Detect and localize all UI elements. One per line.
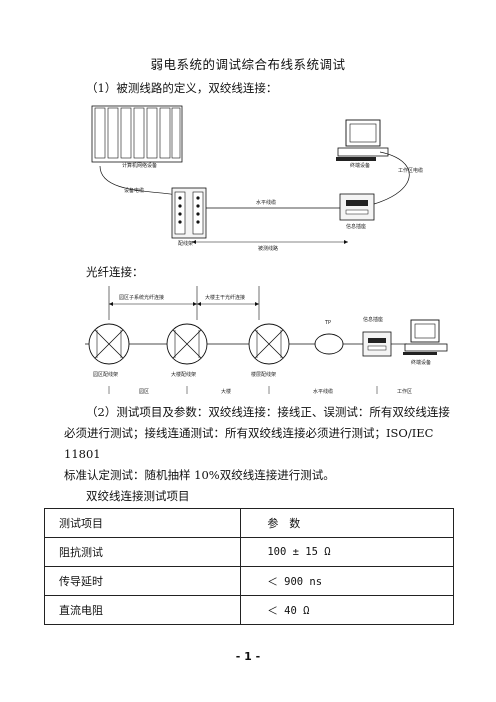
fiber-outlet-label: 信息插座	[363, 316, 383, 323]
terminal-computer-icon	[336, 119, 389, 161]
work-area-cable-label: 工作区电缆	[398, 167, 423, 174]
table-heading: 双绞线连接测试项目	[86, 489, 190, 503]
table-cell: ＜ 40 Ω	[240, 595, 454, 625]
horizontal-zone-label: 水平线缆	[313, 388, 333, 395]
building-zone-label: 大楼	[221, 388, 231, 395]
network-equipment-rack	[91, 105, 183, 163]
terminal-label: 终端设备	[350, 162, 370, 169]
building-distributor-icon	[166, 323, 208, 365]
building-distributor-label: 大楼配线架	[171, 371, 196, 378]
table-cell: 100 ± 15 Ω	[240, 537, 454, 567]
page-number: - 1 -	[235, 650, 261, 663]
table-header-cell: 测试项目	[43, 508, 242, 538]
tp-label: TP	[324, 320, 331, 326]
fiber-heading: 光纤连接：	[86, 265, 144, 279]
campus-distributor-label: 园区配线架	[93, 371, 118, 378]
floor-distributor-label: 楼层配线架	[251, 371, 276, 378]
tested-link-label: 被测线路	[258, 245, 278, 252]
table-cell: 传导延时	[43, 566, 242, 596]
section2-line-2: 必须进行测试；接线连通测试：所有双绞线连接必须进行测试；ISO/IEC 1180…	[64, 426, 434, 461]
information-outlet	[339, 193, 375, 221]
fiber-diagram: 园区子系统光纤连接 大楼主干光纤连接 TP 信息插座	[85, 286, 448, 395]
section2-line-3: 标准认定测试：随机抽样 10%双绞线连接进行测试。	[64, 468, 335, 482]
section2-paragraph: （2）测试项目及参数：双绞线连接：接线正、误测试：所有双绞线连接 必须进行测试；…	[64, 402, 456, 486]
section2-line-1: （2）测试项目及参数：双绞线连接：接线正、误测试：所有双绞线连接	[86, 405, 450, 419]
fiber-outlet-icon	[362, 331, 392, 357]
campus-zone-label: 园区	[139, 389, 149, 395]
outlet-label: 信息插座	[346, 223, 366, 230]
table-row: 阻抗测试 100 ± 15 Ω	[43, 537, 454, 567]
work-area-cable-line	[373, 151, 410, 205]
rack-label: 计算机网络设备	[122, 162, 157, 169]
test-items-table: 测试项目 参 数 阻抗测试 100 ± 15 Ω 传导延时 ＜ 900 ns 直…	[43, 508, 454, 625]
patch-panel	[171, 187, 207, 239]
fiber-terminal-label: 终端设备	[411, 359, 431, 366]
tp-ellipse	[314, 333, 344, 355]
patch-panel-label: 配线架	[178, 240, 193, 247]
page-title: 弱电系统的调试综合布线系统调试	[150, 57, 346, 72]
table-row: 传导延时 ＜ 900 ns	[43, 566, 454, 596]
twisted-pair-diagram: 计算机网络设备 设备电缆 配线架 水平线缆 信息插座 被测线路 终端设备 工作区…	[91, 105, 423, 252]
table-cell: 直流电阻	[43, 595, 242, 625]
fiber-terminal-icon	[403, 319, 448, 355]
equipment-cable-label: 设备电缆	[124, 187, 144, 194]
work-area-zone-label: 工作区	[397, 388, 412, 395]
campus-backbone-label: 园区子系统光纤连接	[119, 294, 164, 301]
table-cell: ＜ 900 ns	[240, 566, 454, 596]
table-header-cell: 参 数	[240, 508, 454, 538]
table-row: 直流电阻 ＜ 40 Ω	[43, 595, 454, 625]
floor-distributor-icon	[248, 323, 290, 365]
horizontal-cable-label: 水平线缆	[256, 199, 276, 206]
section1-heading: （1）被测线路的定义，双绞线连接：	[86, 81, 278, 95]
campus-distributor-icon	[88, 323, 130, 365]
building-backbone-label: 大楼主干光纤连接	[205, 294, 245, 301]
table-cell: 阻抗测试	[43, 537, 242, 567]
table-header-row: 测试项目 参 数	[43, 508, 454, 538]
